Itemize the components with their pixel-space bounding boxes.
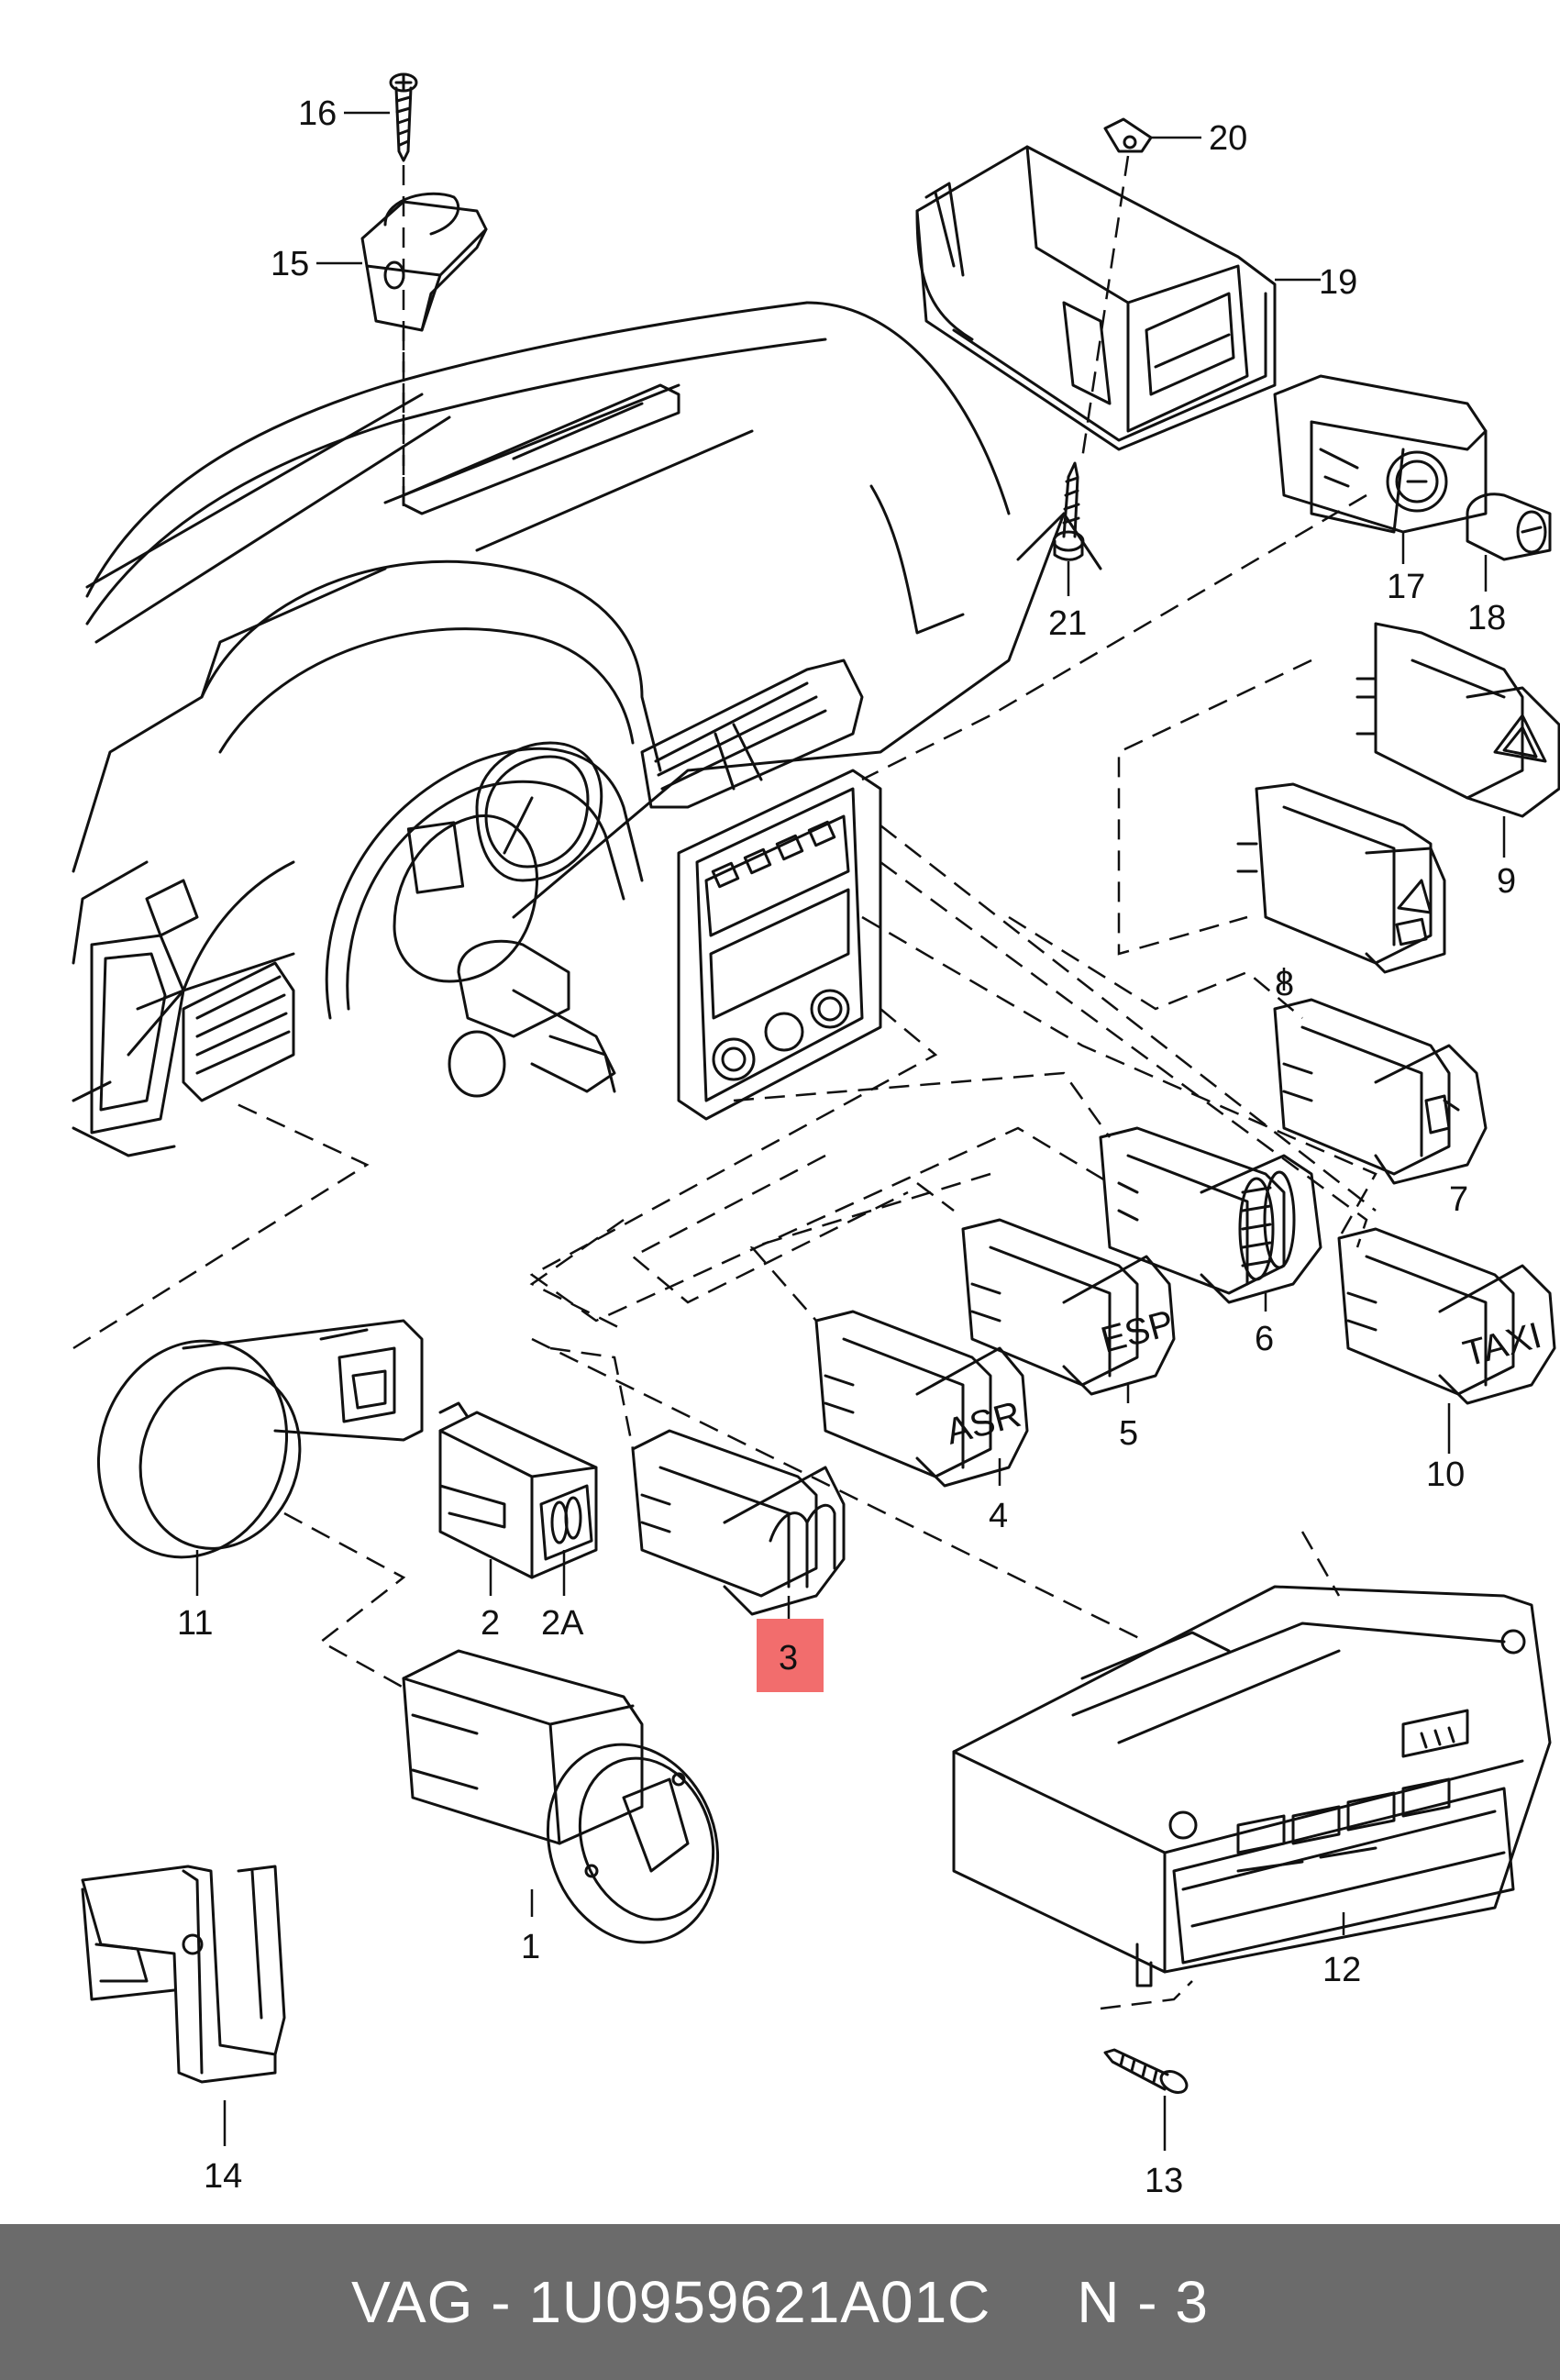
callout-11: 11 <box>177 1604 213 1643</box>
highlight-marker <box>757 1619 824 1692</box>
part-3-switch <box>631 1429 846 1616</box>
part-8-switch <box>1236 782 1446 974</box>
callout-2: 2 <box>481 1604 500 1643</box>
callout-19: 19 <box>1319 263 1357 302</box>
dashed-assembly-lines <box>72 155 1377 2010</box>
part-10-taxi-switch <box>1337 1227 1556 1405</box>
callout-8: 8 <box>1275 965 1294 1003</box>
part-5-esp-switch <box>961 1218 1176 1396</box>
part-2-switch <box>438 1401 598 1579</box>
callout-17: 17 <box>1387 568 1425 606</box>
footer-spacer-2 <box>512 2268 529 2336</box>
callout-12: 12 <box>1322 1951 1361 1989</box>
footer-brand: VAG <box>351 2269 474 2335</box>
part-14-bracket <box>81 1865 286 2084</box>
part-4-asr-switch <box>814 1310 1029 1488</box>
part-16-screw <box>389 72 418 162</box>
callout-4: 4 <box>989 1497 1008 1535</box>
part-19-tray <box>915 145 1277 451</box>
callout-3: 3 <box>779 1639 798 1677</box>
callout-20: 20 <box>1209 119 1247 158</box>
callout-13: 13 <box>1145 2162 1183 2200</box>
footer-spacer-3 <box>990 2268 1077 2336</box>
callout-7: 7 <box>1449 1180 1468 1219</box>
callout-21: 21 <box>1048 604 1087 643</box>
callout-15: 15 <box>271 245 309 283</box>
callout-14: 14 <box>204 2157 242 2196</box>
part-11-ring-bezel <box>96 1319 424 1559</box>
exploded-parts-diagram: 16 15 20 19 17 18 21 9 8 7 6 5 10 4 11 2… <box>72 72 1560 2200</box>
callout-18: 18 <box>1467 599 1506 637</box>
callout-16: 16 <box>298 94 337 133</box>
part-15-switch <box>360 192 488 332</box>
part-1-light-switch <box>402 1649 720 1944</box>
dashboard-outline <box>72 301 1102 1157</box>
footer-separator: - <box>491 2269 512 2335</box>
footer-part-number: 1U0959621A01C <box>528 2269 991 2335</box>
part-13-screw <box>1103 2048 1189 2094</box>
asr-button-text: ASR <box>942 1394 1025 1453</box>
part-7-switch <box>1273 998 1488 1185</box>
footer-bar: VAG - 1U0959621A01C N - 3 <box>0 2224 1560 2380</box>
callout-10: 10 <box>1426 1456 1465 1494</box>
part-18-cap <box>1466 493 1552 561</box>
footer-position: N - 3 <box>1077 2269 1209 2335</box>
callout-9: 9 <box>1497 862 1516 901</box>
callout-6: 6 <box>1255 1320 1274 1358</box>
footer-spacer-1 <box>473 2268 491 2336</box>
part-12-climate-control <box>952 1585 1552 1987</box>
callout-1: 1 <box>521 1928 540 1966</box>
part-6-dial-switch <box>1099 1126 1322 1304</box>
part-17-switch <box>1273 374 1488 534</box>
part-21-screw <box>1052 461 1085 561</box>
callout-2a: 2A <box>541 1604 584 1643</box>
part-9-hazard-switch <box>1355 622 1560 818</box>
callout-leaders <box>195 111 1506 2151</box>
part-20-clip <box>1103 117 1153 153</box>
callout-5: 5 <box>1119 1414 1138 1453</box>
taxi-button-text: TAXI <box>1459 1315 1545 1375</box>
